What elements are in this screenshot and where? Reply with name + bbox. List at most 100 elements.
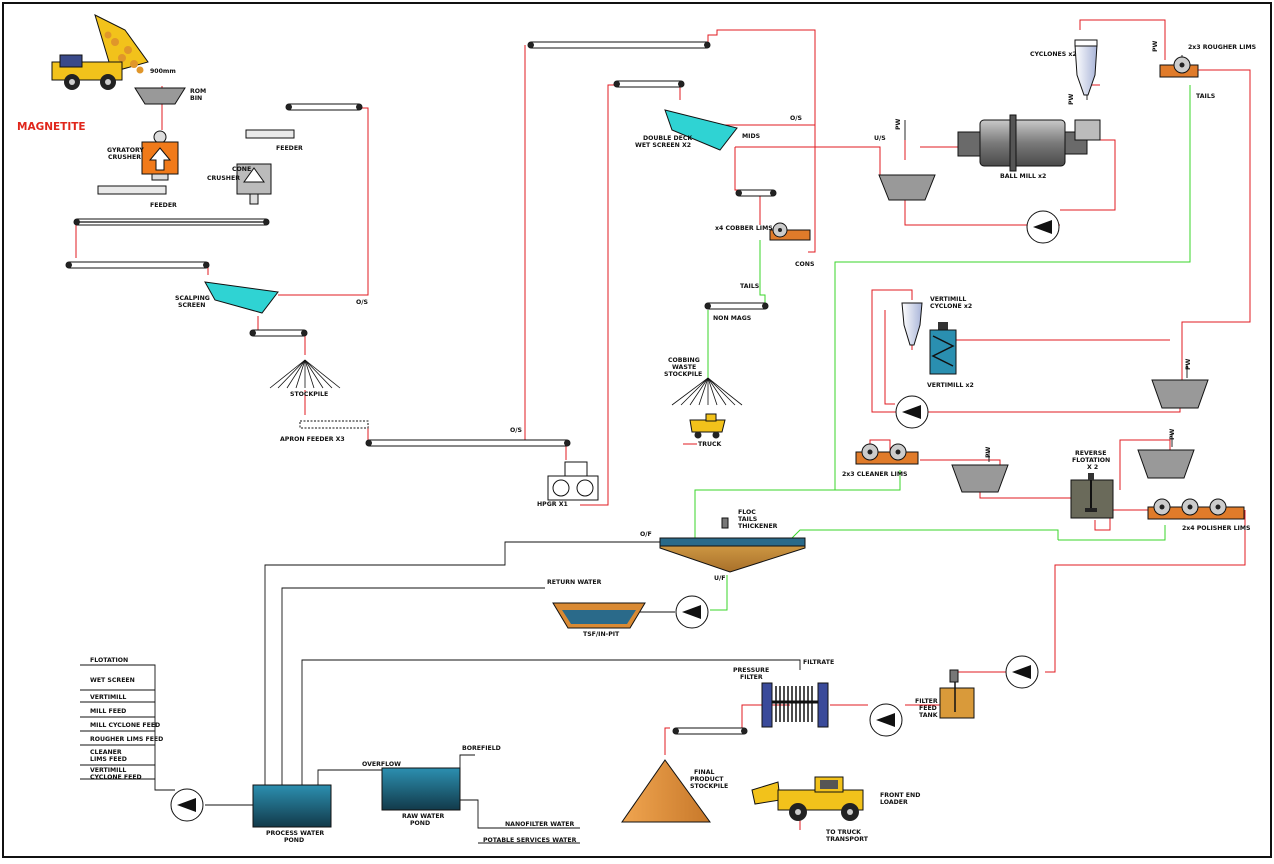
diagram-title: MAGNETITE bbox=[17, 121, 86, 133]
vertimill bbox=[929, 322, 957, 375]
scalping-screen bbox=[204, 281, 279, 314]
truck-label: TRUCK bbox=[698, 441, 722, 448]
final-product-stockpile bbox=[621, 759, 711, 823]
feeder-2 bbox=[245, 129, 295, 139]
feeder-1 bbox=[97, 185, 167, 195]
os-label-3: O/S bbox=[790, 115, 802, 122]
to-truck-label-1: TO TRUCK bbox=[826, 829, 861, 836]
stockpile bbox=[269, 359, 341, 389]
rougher-label: 2x3 ROUGHER LIMS bbox=[1188, 44, 1256, 51]
feeder-1-label: FEEDER bbox=[150, 202, 177, 209]
pw-label-3: PW bbox=[1152, 40, 1159, 52]
polisher-label: 2x4 POLISHER LIMS bbox=[1182, 525, 1250, 532]
water-user-3: VERTIMILL bbox=[90, 694, 126, 701]
gyratory-label-1: GYRATORY bbox=[107, 147, 144, 154]
loader-label-1: FRONT END bbox=[880, 792, 920, 799]
flotation-label-3: X 2 bbox=[1087, 464, 1098, 471]
cone-label-2: CRUSHER bbox=[207, 175, 240, 182]
hpgr bbox=[547, 461, 599, 501]
water-user-1: FLOTATION bbox=[90, 657, 128, 664]
conveyor-5 bbox=[365, 439, 571, 447]
thickener-label-1: TAILS bbox=[738, 516, 757, 523]
pw-label-4: PW bbox=[1185, 358, 1192, 370]
apron-label: APRON FEEDER X3 bbox=[280, 436, 345, 443]
tails-lines bbox=[694, 85, 1191, 611]
pw-label-1: PW bbox=[895, 118, 902, 130]
front-end-loader bbox=[751, 776, 864, 821]
os-label-2: O/S bbox=[510, 427, 522, 434]
wet-screen-label-2: WET SCREEN X2 bbox=[635, 142, 691, 149]
floc-label: FLOC bbox=[738, 509, 756, 516]
apron-feeder bbox=[299, 420, 369, 429]
conveyor-6 bbox=[527, 41, 711, 49]
pressure-filter-label-1: PRESSURE bbox=[733, 667, 769, 674]
conveyor-2 bbox=[65, 261, 210, 269]
conveyor-3 bbox=[285, 103, 363, 111]
tails-thickener bbox=[659, 517, 806, 573]
filter-tank-label-1: FILTER bbox=[915, 698, 938, 705]
cons-label: CONS bbox=[795, 261, 814, 268]
flotation-label-1: REVERSE bbox=[1075, 450, 1106, 457]
pump-4 bbox=[869, 703, 903, 737]
pressure-filter bbox=[761, 682, 829, 728]
water-user-6: ROUGHER LIMS FEED bbox=[90, 736, 163, 743]
vertimill-cyclone bbox=[901, 302, 923, 346]
flotation-cell bbox=[1070, 473, 1114, 519]
ball-mill bbox=[957, 114, 1101, 172]
us-label: U/S bbox=[874, 135, 886, 142]
water-user-8: LIMS FEED bbox=[90, 756, 127, 763]
rom-bin-label-2: BIN bbox=[190, 95, 202, 102]
potable-label: POTABLE SERVICES WATER bbox=[483, 837, 577, 844]
tails-label-2: TAILS bbox=[1196, 93, 1215, 100]
wet-screen-label-1: DOUBLE DECK bbox=[643, 135, 692, 142]
overflow-label: OVERFLOW bbox=[362, 761, 401, 768]
flotation-label-2: FLOTATION bbox=[1072, 457, 1110, 464]
cone-crusher bbox=[236, 163, 272, 205]
wet-screen bbox=[664, 109, 738, 151]
ball-mill-cyclone bbox=[1074, 44, 1098, 96]
conveyor-7 bbox=[613, 80, 685, 88]
conveyor-4 bbox=[249, 329, 308, 337]
ball-mill-label: BALL MILL x2 bbox=[1000, 173, 1046, 180]
pw-label-5: PW bbox=[985, 446, 992, 458]
cobber-lims bbox=[769, 222, 811, 241]
nanofilter-label: NANOFILTER WATER bbox=[505, 821, 575, 828]
filter-tank-label-2: FEED bbox=[919, 705, 937, 712]
water-user-5: MILL CYCLONE FEED bbox=[90, 722, 160, 729]
water-user-7: CLEANER bbox=[90, 749, 122, 756]
conveyor-10 bbox=[672, 727, 748, 735]
cobbing-label-1: COBBING bbox=[668, 357, 700, 364]
waste-stockpile bbox=[671, 377, 743, 406]
cobbing-label-3: STOCKPILE bbox=[664, 371, 702, 378]
final-product-label-2: PRODUCT bbox=[690, 776, 724, 783]
tails-label-1: TAILS bbox=[740, 283, 759, 290]
scalping-label-1: SCALPING bbox=[175, 295, 210, 302]
rom-bin bbox=[134, 87, 186, 105]
filtrate-label: FILTRATE bbox=[803, 659, 834, 666]
loader-label-2: LOADER bbox=[880, 799, 908, 806]
thickener-label-2: THICKENER bbox=[738, 523, 778, 530]
cone-label-1: CONE bbox=[232, 166, 251, 173]
pressure-filter-label-2: FILTER bbox=[740, 674, 763, 681]
process-pond-label-1: PROCESS WATER bbox=[266, 830, 324, 837]
hpgr-label: HPGR X1 bbox=[537, 501, 568, 508]
cobber-label: x4 COBBER LIMS bbox=[715, 225, 773, 232]
pw-label-2: PW bbox=[1068, 93, 1075, 105]
vertimill-cyclone-label-2: CYCLONE x2 bbox=[930, 303, 972, 310]
raw-water-pond bbox=[381, 767, 461, 811]
rom-bin-label-1: ROM bbox=[190, 88, 206, 95]
rom-size-label: 900mm bbox=[150, 68, 176, 75]
uf-label: U/F bbox=[714, 575, 726, 582]
polisher-hopper bbox=[1137, 449, 1195, 479]
non-mags-label: NON MAGS bbox=[713, 315, 751, 322]
polisher-lims bbox=[1147, 498, 1245, 520]
water-lines bbox=[80, 55, 1188, 844]
to-truck-label-2: TRANSPORT bbox=[826, 836, 869, 843]
scalping-label-2: SCREEN bbox=[178, 302, 205, 309]
feeder-2-label: FEEDER bbox=[276, 145, 303, 152]
water-user-4: MILL FEED bbox=[90, 708, 126, 715]
os-label-1: O/S bbox=[356, 299, 368, 306]
mill-pump-hopper bbox=[878, 174, 936, 201]
